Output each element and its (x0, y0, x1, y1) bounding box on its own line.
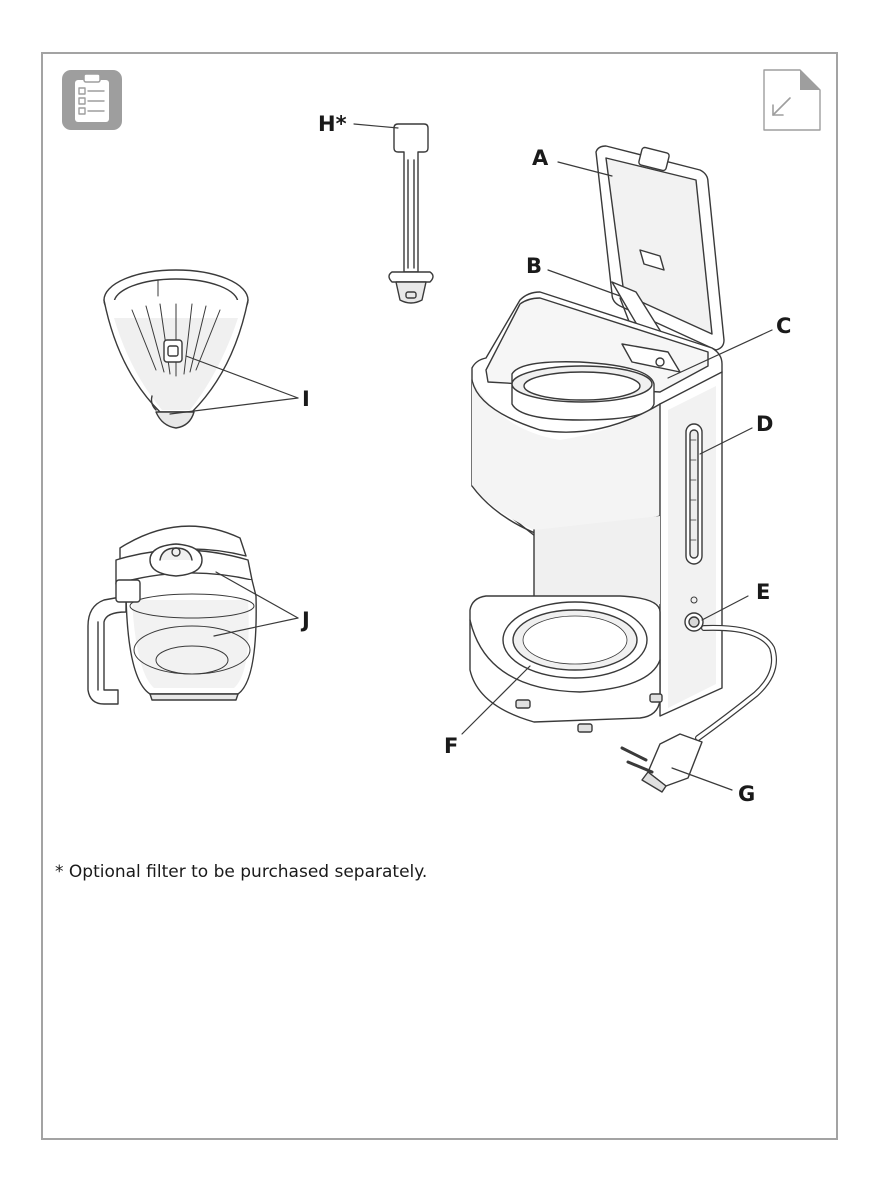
coffee-maker-drawing (469, 145, 725, 733)
label-e: E (756, 580, 771, 604)
optional-filter-drawing (388, 123, 434, 304)
filter-holder-drawing (103, 269, 249, 429)
label-b: B (526, 254, 543, 278)
label-d: D (756, 412, 774, 436)
label-f: F (444, 734, 459, 758)
label-g: G (738, 782, 756, 806)
callout-lines (169, 123, 773, 791)
page-corner-arrow-icon (763, 69, 821, 131)
checklist-icon (62, 70, 122, 130)
label-a: A (532, 146, 549, 170)
label-c: C (776, 314, 792, 338)
carafe-drawing (87, 525, 257, 705)
label-h: H* (318, 112, 347, 136)
label-i: I (302, 387, 310, 411)
power-cord-drawing (620, 624, 777, 793)
page-frame (41, 52, 838, 1140)
footnote: * Optional filter to be purchased separa… (55, 862, 428, 882)
label-j: J (302, 608, 310, 632)
